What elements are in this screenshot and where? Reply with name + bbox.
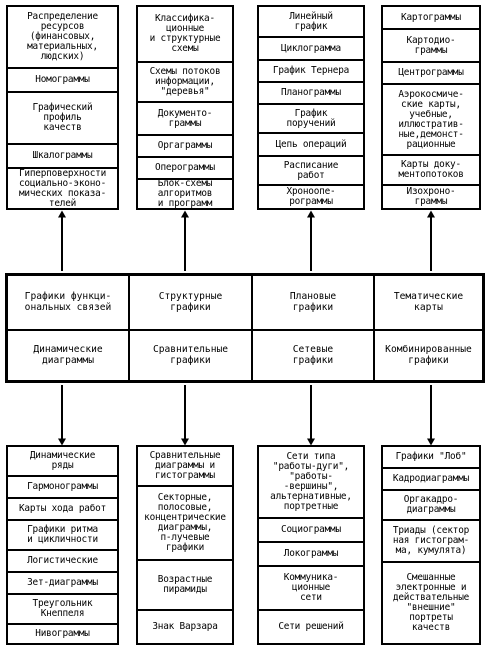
top-col4-item-2: Картодио- граммы <box>383 30 479 63</box>
bottom-column-3: Сети типа "работы-дуги", "работы- -верши… <box>257 445 365 645</box>
middle-col-divider-3 <box>373 276 375 380</box>
top-col1-item-2: Номограммы <box>8 69 117 93</box>
bottom-col1-item-5: Логистические <box>8 551 117 573</box>
top-col2-item-3: Документо- граммы <box>138 103 232 136</box>
top-col3-item-1: Линейный график <box>259 7 363 38</box>
top-col3-item-8: Хроноопе- рограммы <box>286 186 336 207</box>
bottom-col3-item-3: Локограммы <box>259 543 363 567</box>
top-col1-item-1: Распределение ресурсов (финансовых, мате… <box>8 7 117 69</box>
bottom-col3-item-2: Социограммы <box>259 519 363 543</box>
bottom-col2-item-4: Знак Варзара <box>152 621 218 632</box>
top-col3-item-7: Расписание работ <box>259 157 363 186</box>
bottom-col4-item-2: Кадродиаграммы <box>383 469 479 491</box>
bottom-column-2: Сравнительные диаграммы и гистограммы Се… <box>136 445 234 645</box>
top-col2-item-2: Схемы потоков информации, "деревья" <box>138 63 232 103</box>
category-combined-graphs: Комбинированные графики <box>385 344 472 366</box>
bottom-col1-item-1: Динамические ряды <box>8 447 117 477</box>
bottom-column-4: Графики "Лоб" Кадродиаграммы Оргакадро- … <box>381 445 481 645</box>
top-col2-item-4: Оргаграммы <box>138 136 232 158</box>
category-comparative-graphs: Сравнительные графики <box>152 344 229 366</box>
bottom-col4-item-5: Смешанные электронные и действательные "… <box>392 572 470 633</box>
bottom-col4-item-4: Триады (сектор ная гистограм- ма, кумуля… <box>383 521 479 563</box>
bottom-col1-item-6: Зет-диаграммы <box>8 573 117 595</box>
bottom-col3-item-1: Сети типа "работы-дуги", "работы- -верши… <box>259 447 363 519</box>
middle-col-divider-1 <box>128 276 130 380</box>
bottom-col1-item-7: Треугольник Кнеппеля <box>8 595 117 625</box>
category-network-graphs: Сетевые графики <box>292 344 334 366</box>
middle-col-divider-2 <box>251 276 253 380</box>
top-col1-item-5: Гиперповерхности социально-эконо- мическ… <box>18 167 107 209</box>
bottom-col2-item-2: Секторные, полосовые, концентрические ди… <box>138 487 232 561</box>
top-col3-item-5: График поручений <box>259 105 363 134</box>
top-col4-item-6: Изохроно- граммы <box>406 186 456 207</box>
top-col3-item-4: Планограммы <box>259 83 363 105</box>
bottom-col3-item-4: Коммуника- ционные сети <box>259 567 363 611</box>
top-col3-item-3: График Тернера <box>259 61 363 83</box>
bottom-col1-item-3: Карты хода работ <box>8 499 117 521</box>
bottom-col3-item-5: Сети решений <box>278 621 344 632</box>
bottom-col1-item-4: Графики ритма и цикличности <box>8 521 117 551</box>
bottom-col1-item-8: Нивограммы <box>35 628 90 639</box>
top-col3-item-2: Циклограмма <box>259 38 363 61</box>
category-plan-graphs: Плановые графики <box>289 291 337 313</box>
middle-row-divider <box>8 329 482 331</box>
top-col1-item-3: Графический профиль качеств <box>8 93 117 145</box>
bottom-col2-item-3: Возрастные пирамиды <box>138 561 232 611</box>
category-thematic-maps: Тематические карты <box>393 291 464 313</box>
top-col3-item-6: Цепь операций <box>259 134 363 157</box>
top-col2-item-5: Оперограммы <box>138 158 232 180</box>
top-col2-item-1: Классифика- ционные и структурные схемы <box>138 7 232 63</box>
top-column-4: Картограммы Картодио- граммы Центрограмм… <box>381 5 481 210</box>
central-classification-block: Графики функци- ональных связей Структур… <box>5 273 485 383</box>
top-column-1: Распределение ресурсов (финансовых, мате… <box>6 5 119 210</box>
bottom-column-1: Динамические ряды Гармонограммы Карты хо… <box>6 445 119 645</box>
top-col4-item-5: Карты доку- ментопотоков <box>383 156 479 186</box>
top-column-2: Классифика- ционные и структурные схемы … <box>136 5 234 210</box>
top-col4-item-1: Картограммы <box>383 7 479 30</box>
top-col4-item-4: Аэрокосмиче- ские карты, учебные, иллюст… <box>383 85 479 156</box>
top-col4-item-3: Центрограммы <box>383 63 479 85</box>
bottom-col1-item-2: Гармонограммы <box>8 477 117 499</box>
bottom-col4-item-1: Графики "Лоб" <box>383 447 479 469</box>
top-col1-item-4: Шкалограммы <box>8 145 117 169</box>
top-column-3: Линейный график Циклограмма График Терне… <box>257 5 365 210</box>
bottom-col4-item-3: Оргакадро- диаграммы <box>383 491 479 521</box>
category-functional-graphs: Графики функци- ональных связей <box>24 291 112 313</box>
category-dynamic-diagrams: Динамические диаграммы <box>33 344 103 366</box>
bottom-col2-item-1: Сравнительные диаграммы и гистограммы <box>138 447 232 487</box>
top-col2-item-6: Блок-схемы алгоритмов и программ <box>157 178 213 209</box>
category-structural-graphs: Структурные графики <box>158 291 223 313</box>
